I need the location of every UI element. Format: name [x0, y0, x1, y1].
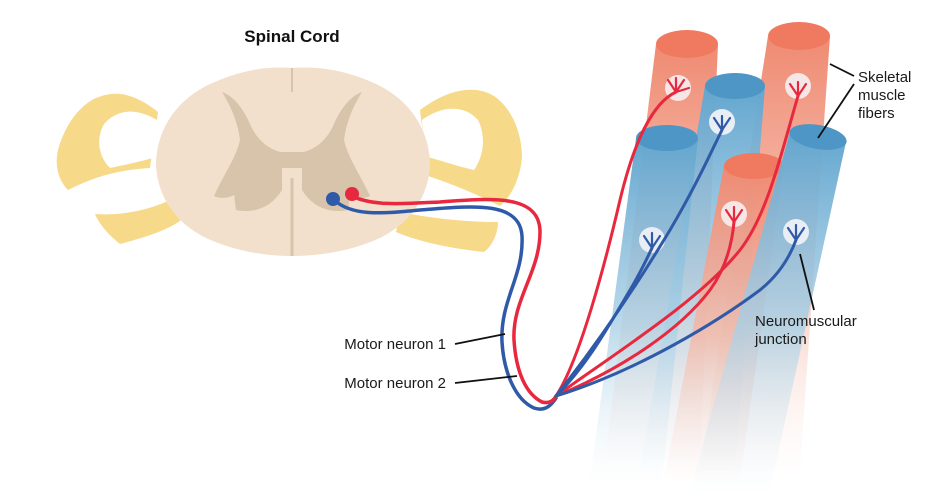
motor-neuron-1-label: Motor neuron 1 — [344, 336, 446, 353]
motor-neuron-2-label: Motor neuron 2 — [344, 375, 446, 392]
muscle-fiber-red-1-top — [656, 30, 718, 58]
motor-neuron-2-cell-body — [345, 187, 359, 201]
muscle-fiber-red-2-top — [768, 22, 830, 50]
skeletal-muscle-fibers-label-line1: Skeletal — [858, 69, 911, 86]
skeletal-muscle-fibers-label-line2: muscle — [858, 87, 906, 104]
right-ventral-root — [396, 212, 498, 252]
motor-neuron-1-leader — [455, 334, 505, 344]
neuromuscular-junction-label-line2: junction — [754, 331, 807, 348]
skeletal-muscle-fibers — [590, 22, 849, 490]
diagram-title: Spinal Cord — [244, 27, 339, 46]
central-grey-commissure — [268, 152, 316, 168]
skeletal-muscle-fibers-label-line3: fibers — [858, 105, 895, 122]
neuromuscular-junction-label-line1: Neuromuscular — [755, 313, 857, 330]
motor-neuron-2-leader — [455, 376, 517, 383]
muscle-fiber-blue-1-top — [705, 73, 765, 99]
skeletal-leader-1 — [830, 64, 854, 76]
spinal-cord-cross-section — [57, 68, 522, 256]
motor-neuron-1-cell-body — [326, 192, 340, 206]
